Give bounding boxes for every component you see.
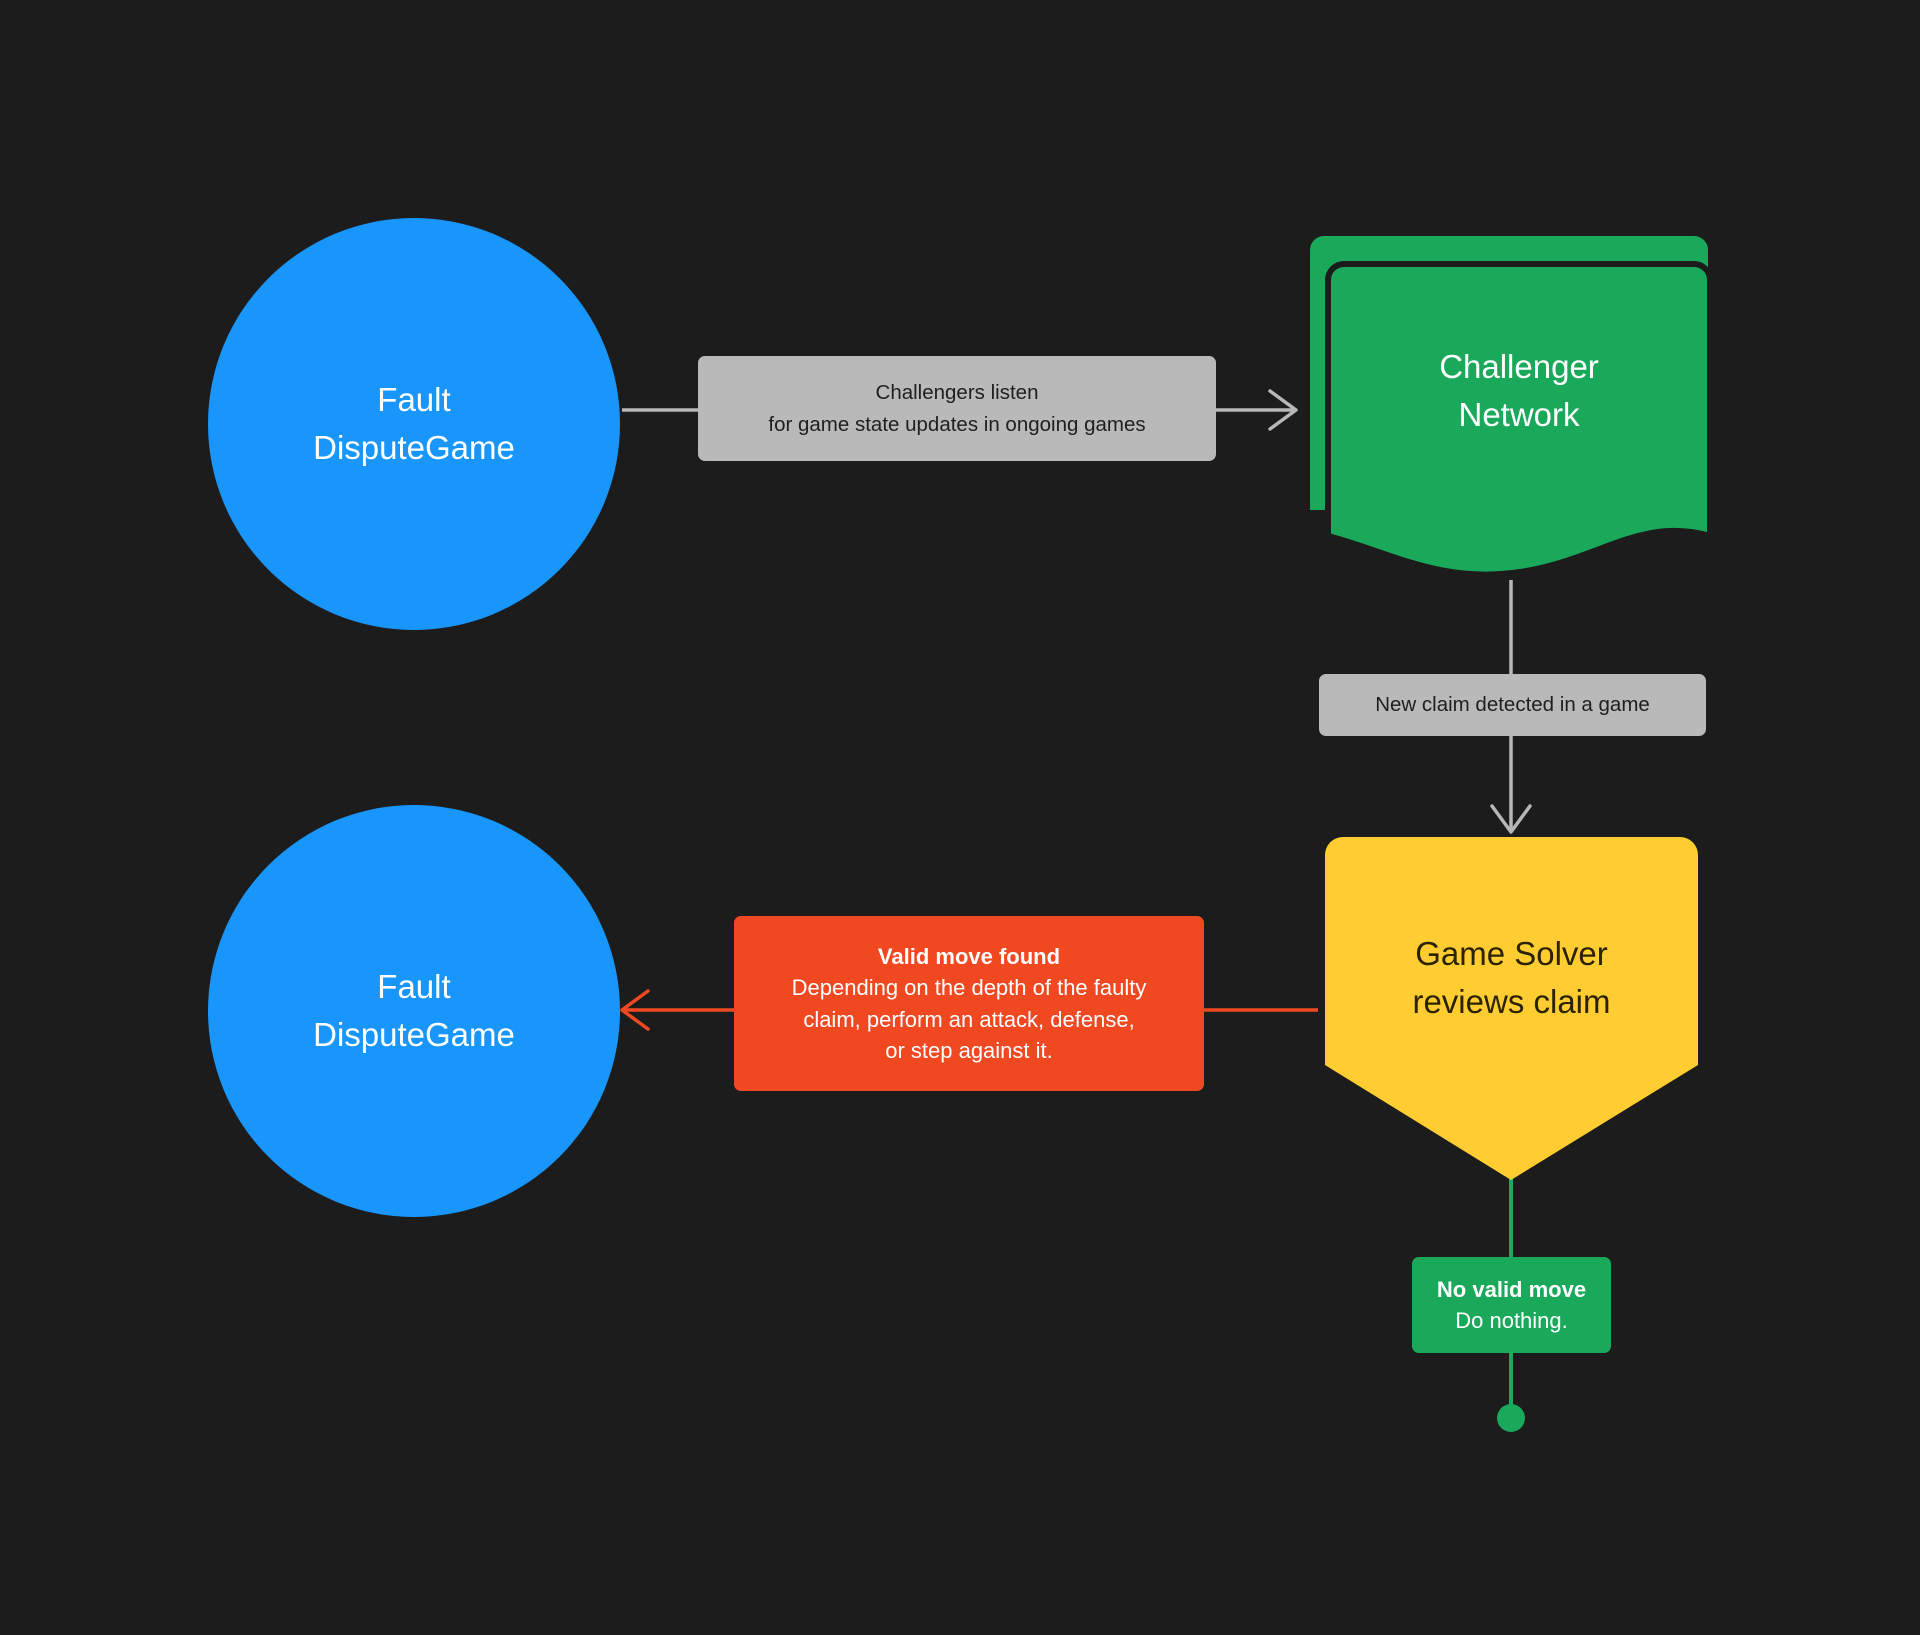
node-game-solver-label: Game Solver reviews claim — [1412, 935, 1611, 1020]
edge-label-challengers-listen[interactable]: Challengers listen for game state update… — [698, 356, 1216, 461]
arrowhead-right-listen — [1268, 389, 1298, 431]
edge-label-no-valid-move-title: No valid move — [1436, 1276, 1587, 1302]
arrowhead-left-valid-move — [620, 989, 650, 1031]
edge-label-valid-move-body: Depending on the depth of the faulty cla… — [791, 975, 1147, 1063]
node-fault-dispute-game-bottom[interactable]: Fault DisputeGame — [208, 805, 620, 1217]
node-fault-dispute-game-top-label: Fault DisputeGame — [313, 381, 515, 466]
node-game-solver-shape[interactable] — [1325, 837, 1698, 1180]
edge-label-no-valid-move[interactable]: No valid move Do nothing. — [1412, 1257, 1611, 1353]
node-challenger-network-label: Challenger Network — [1439, 348, 1599, 433]
pennant-shape — [1325, 837, 1698, 1180]
document-front-sheet — [1325, 261, 1713, 578]
edge-label-new-claim-text: New claim detected in a game — [1375, 693, 1650, 717]
terminator-dot-icon — [1497, 1404, 1525, 1432]
node-fault-dispute-game-bottom-label: Fault DisputeGame — [313, 968, 515, 1053]
edge-label-valid-move[interactable]: Valid move found Depending on the depth … — [734, 916, 1204, 1091]
edge-label-challengers-listen-text: Challengers listen for game state update… — [768, 381, 1146, 436]
edge-label-valid-move-title: Valid move found — [877, 944, 1061, 970]
node-fault-dispute-game-top[interactable]: Fault DisputeGame — [208, 218, 620, 630]
node-challenger-network-shape[interactable] — [1310, 236, 1713, 578]
edge-label-no-valid-move-body: Do nothing. — [1455, 1308, 1568, 1333]
edge-label-new-claim[interactable]: New claim detected in a game — [1319, 674, 1706, 736]
arrowhead-down-new-claim — [1490, 804, 1532, 834]
